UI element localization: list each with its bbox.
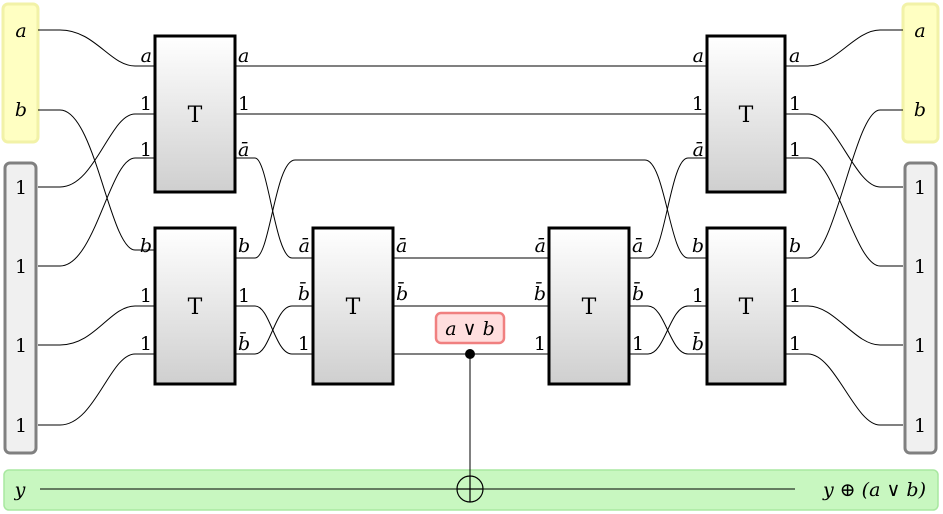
g4-in-1: b̄ (534, 281, 546, 305)
ancilla-right-2: 1 (914, 256, 926, 278)
g4-out-2: 1 (632, 333, 644, 355)
g2-in-1: 1 (140, 285, 152, 307)
svg-text:T: T (188, 103, 203, 128)
left-wires (38, 29, 155, 426)
svg-text:T: T (582, 295, 597, 320)
target-out-label: y ⊕ (a ∨ b) (822, 479, 926, 501)
g1-out-0: a (238, 45, 249, 67)
gate-g4: T (547, 226, 631, 386)
ancilla-left-1: 1 (15, 177, 27, 199)
g4-out-0: ā (632, 235, 643, 257)
output-a-label: a (914, 20, 925, 42)
ancilla-left-4: 1 (15, 415, 27, 437)
g6-out-1: 1 (789, 285, 801, 307)
ancilla-right-1: 1 (914, 177, 926, 199)
result-box (434, 311, 506, 345)
g5-out-1: 1 (789, 93, 801, 115)
svg-text:T: T (188, 295, 203, 320)
g2-in-2: 1 (140, 333, 152, 355)
svg-text:T: T (346, 295, 361, 320)
input-ab-box (1, 2, 40, 144)
svg-text:T: T (739, 295, 754, 320)
ancilla-right-4: 1 (914, 415, 926, 437)
output-b-label: b (914, 99, 926, 121)
ancilla-left-3: 1 (15, 335, 27, 357)
g4-in-2: 1 (534, 333, 546, 355)
target-in-label: y (14, 479, 26, 501)
g2-out-2: b̄ (238, 331, 250, 355)
g6-out-0: b (789, 235, 801, 257)
g5-out-2: 1 (789, 139, 801, 161)
g6-in-1: 1 (692, 285, 704, 307)
g2-out-0: b (238, 235, 250, 257)
gate-g1: T (153, 34, 237, 194)
gate-g3: T (311, 226, 395, 386)
g6-in-2: b̄ (692, 331, 704, 355)
g3-in-1: b̄ (298, 281, 310, 305)
g1-in-0: a (141, 45, 152, 67)
g5-out-0: a (789, 45, 800, 67)
g4-out-1: b̄ (632, 281, 644, 305)
g3-in-2: 1 (298, 333, 310, 355)
g2-in-0: b (140, 235, 152, 257)
g1-out-1: 1 (238, 93, 250, 115)
g3-in-0: ā (299, 235, 310, 257)
ancilla-right-3: 1 (914, 335, 926, 357)
ancilla-left-2: 1 (15, 256, 27, 278)
control-dot (465, 349, 475, 359)
input-a-label: a (15, 20, 26, 42)
result-label: a ∨ b (445, 318, 494, 340)
g5-in-0: a (693, 45, 704, 67)
gate-g6: T (705, 226, 787, 386)
g2-out-1: 1 (238, 285, 250, 307)
output-ab-box (901, 2, 940, 144)
gate-g5: T (705, 34, 787, 194)
g6-out-2: 1 (789, 333, 801, 355)
right-wires (785, 29, 903, 426)
g4-in-0: ā (535, 235, 546, 257)
g1-out-2: ā (238, 139, 249, 161)
target-box (3, 469, 939, 511)
input-b-label: b (15, 99, 27, 121)
g5-in-2: ā (693, 139, 704, 161)
gate-g2: T (153, 226, 237, 386)
g3-out-1: b̄ (396, 281, 408, 305)
g6-in-0: b (692, 235, 704, 257)
ancilla-right-box (903, 161, 938, 455)
ancilla-left-box (3, 161, 38, 455)
g1-in-2: 1 (140, 139, 152, 161)
g1-in-1: 1 (140, 93, 152, 115)
g3-out-0: ā (396, 235, 407, 257)
svg-text:T: T (739, 103, 754, 128)
g5-in-1: 1 (692, 93, 704, 115)
